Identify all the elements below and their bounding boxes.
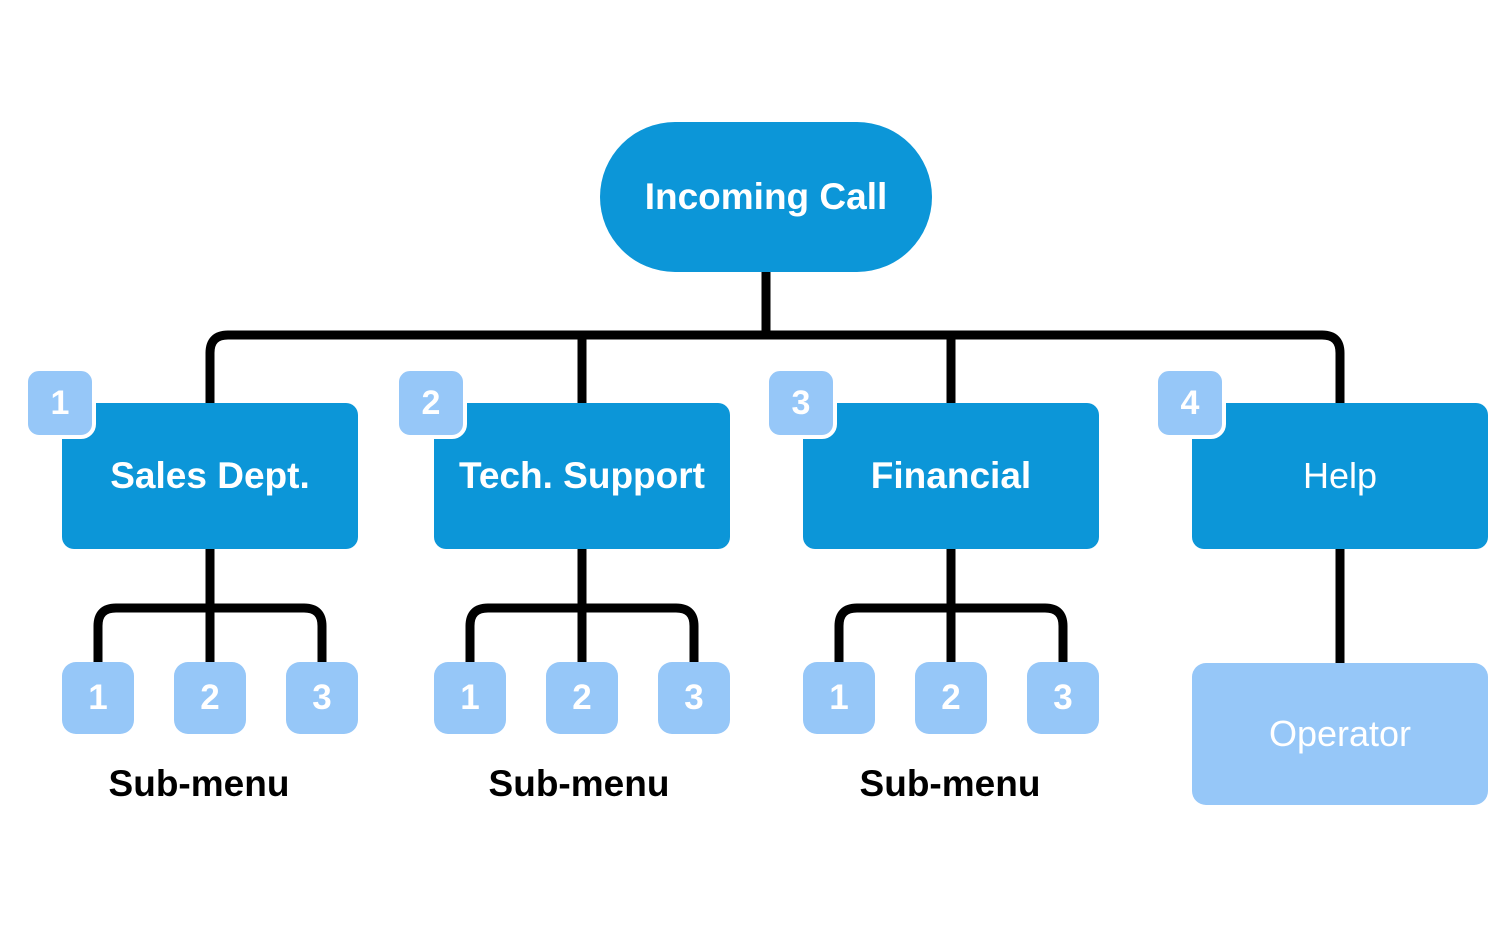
- submenu-caption: Sub-menu: [859, 763, 1041, 804]
- node-operator: Operator: [1192, 663, 1488, 805]
- connector-financial-branch: [834, 603, 1068, 662]
- submenu-item: 3: [658, 662, 730, 734]
- connector-trunk: [205, 330, 1345, 404]
- submenu-caption: Sub-menu: [108, 763, 290, 804]
- submenu-item: 3: [1027, 662, 1099, 734]
- submenu-item: 2: [546, 662, 618, 734]
- submenu-caption: Sub-menu: [488, 763, 670, 804]
- submenu-item: 1: [803, 662, 875, 734]
- submenu-item: 1: [434, 662, 506, 734]
- key-badge-2: 2: [395, 367, 467, 439]
- key-badge-3: 3: [765, 367, 837, 439]
- submenu-item: 2: [174, 662, 246, 734]
- node-help: Help: [1192, 403, 1488, 549]
- node-tech-support: Tech. Support: [434, 403, 730, 549]
- connector-tech-branch: [465, 603, 699, 662]
- node-financial: Financial: [803, 403, 1099, 549]
- submenu-item: 3: [286, 662, 358, 734]
- connector-sales-branch: [93, 603, 327, 662]
- node-sales-dept: Sales Dept.: [62, 403, 358, 549]
- key-badge-1: 1: [24, 367, 96, 439]
- submenu-item: 2: [915, 662, 987, 734]
- key-badge-4: 4: [1154, 367, 1226, 439]
- node-incoming-call: Incoming Call: [600, 122, 932, 272]
- submenu-item: 1: [62, 662, 134, 734]
